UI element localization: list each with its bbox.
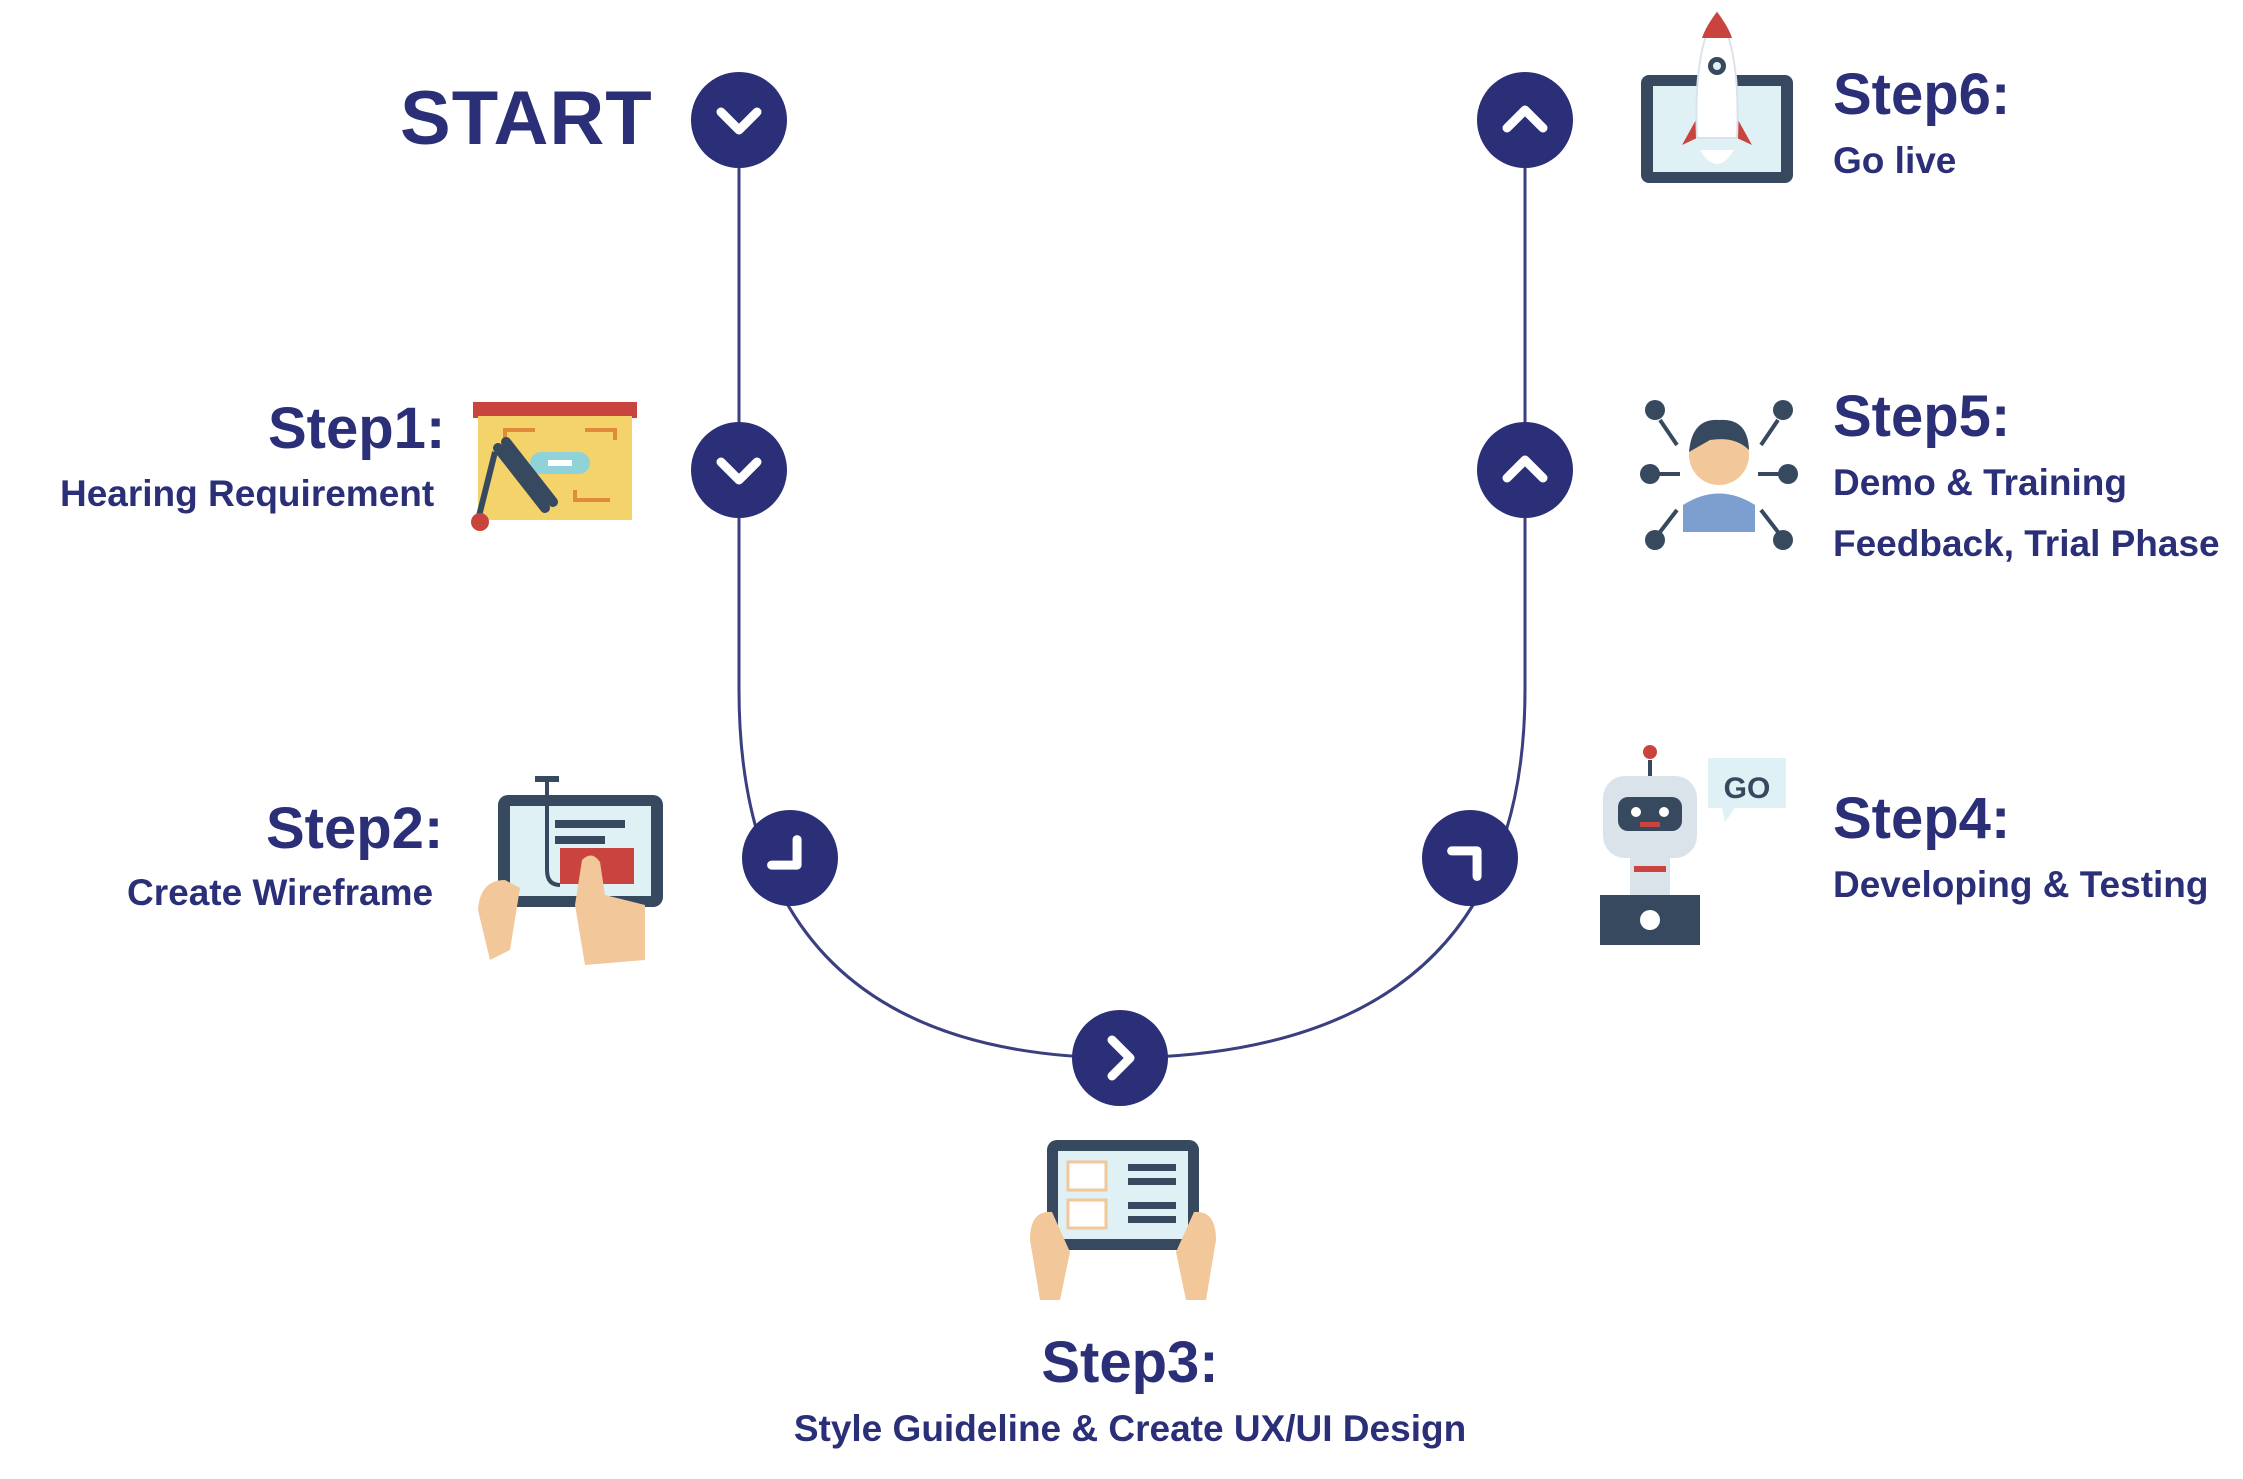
step-markers — [691, 72, 1573, 1106]
marker-2-chevron-icon — [691, 422, 787, 518]
step3-title: Step3: — [1041, 1330, 1219, 1395]
marker-6-chevron-icon — [1477, 422, 1573, 518]
step6-title: Step6: — [1833, 62, 2011, 127]
robot-speech-text: GO — [1724, 772, 1771, 805]
step2-title: Step2: — [266, 796, 444, 861]
robot-icon — [1600, 745, 1786, 945]
step1-title: Step1: — [268, 396, 446, 461]
step4-title: Step4: — [1833, 786, 2011, 851]
marker-1-chevron-icon — [691, 72, 787, 168]
design-tablet-icon — [1030, 1140, 1216, 1300]
step5-title: Step5: — [1833, 384, 2011, 449]
step1-description: Hearing Requirement — [60, 473, 435, 514]
marker-3-chevron-icon — [742, 810, 838, 906]
planning-board-icon — [471, 402, 637, 531]
step5-description-line1: Demo & Training — [1833, 462, 2127, 503]
process-path — [737, 120, 1527, 1060]
marker-4-chevron-icon — [1072, 1010, 1168, 1106]
marker-5-chevron-icon — [1422, 810, 1518, 906]
rocket-launch-icon — [1641, 10, 1793, 183]
start-label: START — [400, 76, 653, 161]
step5-description-line2: Feedback, Trial Phase — [1833, 523, 2220, 564]
marker-7-chevron-icon — [1477, 72, 1573, 168]
presenter-network-icon — [1640, 400, 1798, 550]
step2-description: Create Wireframe — [127, 872, 434, 913]
step6-description: Go live — [1833, 140, 1957, 181]
step4-description: Developing & Testing — [1833, 864, 2209, 905]
step3-description: Style Guideline & Create UX/UI Design — [793, 1408, 1467, 1449]
wireframe-tablet-icon — [478, 776, 663, 965]
